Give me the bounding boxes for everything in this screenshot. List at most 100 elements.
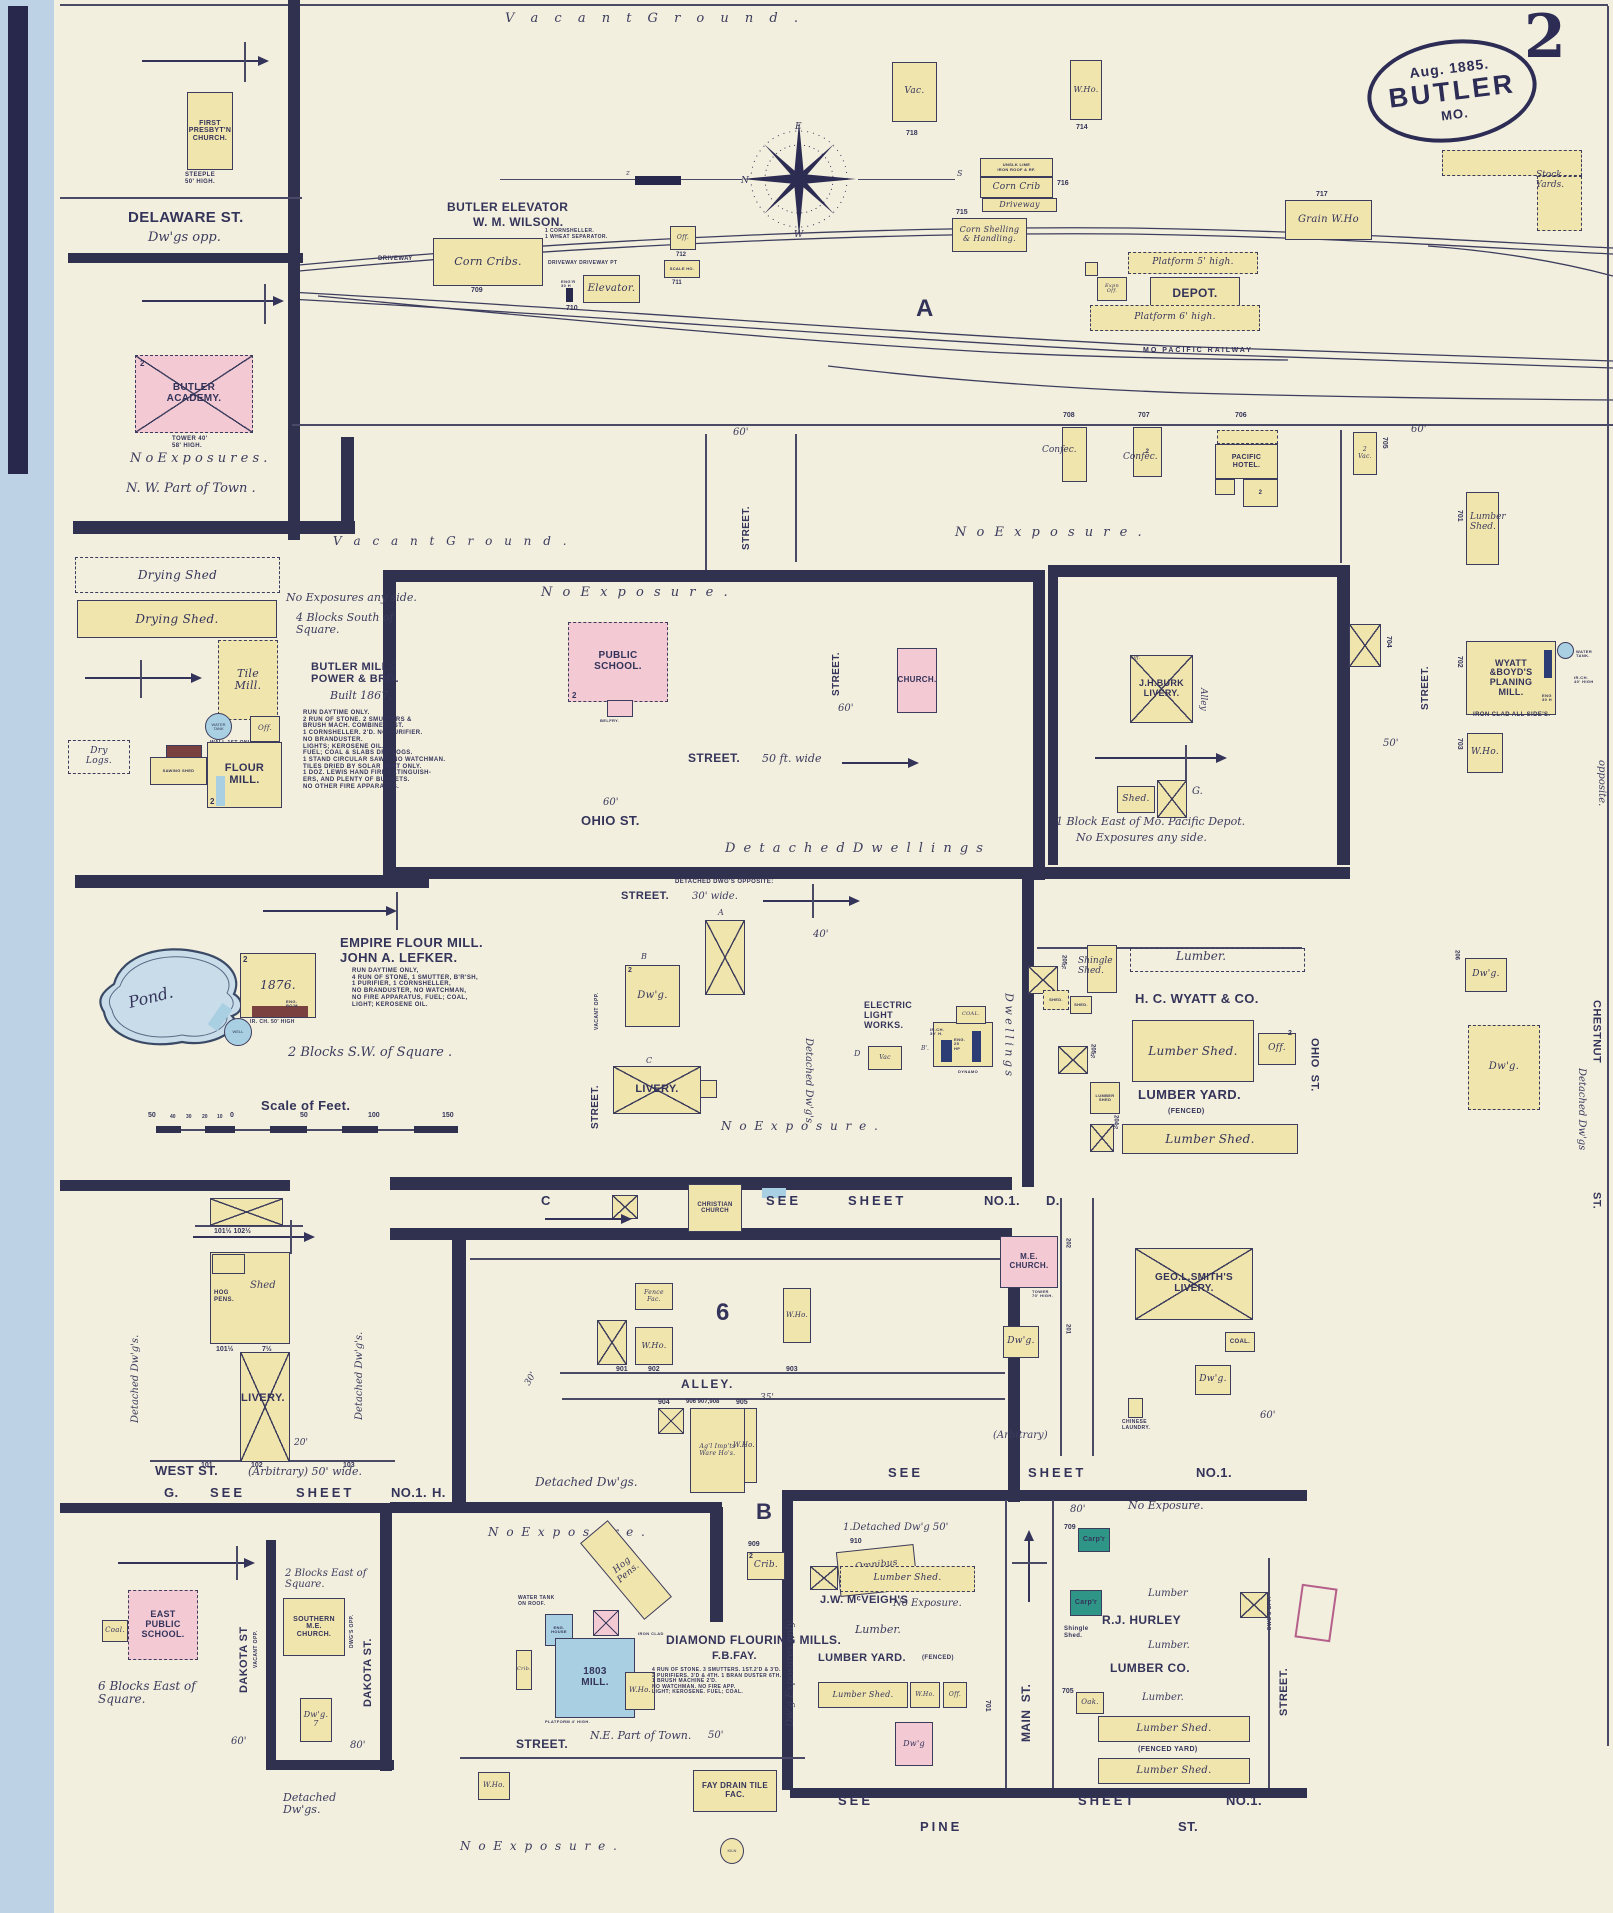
office-number: 712: [676, 252, 687, 258]
street-bar: [790, 1788, 1307, 1798]
empire-mill-title: EMPIRE FLOUR MILL. JOHN A. LEFKER.: [340, 935, 483, 965]
vacant-718-number: 718: [906, 130, 918, 137]
first-presbyterian-church: FIRST PRESBYT'N CHURCH.: [187, 92, 233, 170]
scale-tick-50l: 50: [148, 1112, 156, 1119]
west-arrow-cross: [140, 660, 142, 698]
well-label: WELL: [232, 1029, 244, 1034]
warehouse-714-label: W.Ho.: [1073, 84, 1099, 94]
dwelling-b-number: 2: [628, 967, 632, 974]
carpenter-shop: Carp'r: [1078, 1528, 1110, 1552]
dim-80: 80': [350, 1740, 366, 1751]
tower-note: TOWER 70' HIGH.: [1032, 1289, 1054, 1299]
tower-note: TOWER 40' 58' HIGH.: [172, 436, 208, 449]
carpenter-shop: Carp'r: [1070, 1590, 1102, 1616]
carpenter-shop-label: Carp'r: [1074, 1599, 1098, 1607]
water-tank-label: WATER TANK: [211, 721, 226, 731]
mills-notes: RUN DAYTIME ONLY. 2 RUN OF STONE. 2 SMUT…: [303, 710, 446, 790]
dwelling-b-label: Dw'g.: [637, 989, 668, 1001]
lot-204-number: 204½: [1112, 1115, 1119, 1132]
see-sheet-banner: SEE: [838, 1793, 874, 1808]
lot-706-number: 706: [1235, 412, 1247, 419]
small-shed: SHED.: [1043, 990, 1069, 1010]
street-label-vert: STREET.: [1420, 666, 1431, 710]
lot-line: [292, 424, 1613, 426]
corn-shelling-number: 715: [956, 209, 968, 216]
crossed-shed: [597, 1320, 627, 1365]
crossed-shed: [810, 1566, 838, 1590]
dim-35: 35': [760, 1393, 774, 1403]
warehouse-905-label: W.Ho.: [732, 1440, 756, 1449]
planing-water-tank: [1557, 642, 1574, 659]
compass-e-label: E: [794, 122, 802, 132]
scale-tick-150: 150: [442, 1112, 454, 1119]
blocks-sw-note: 2 Blocks S.W. of Square .: [288, 1045, 453, 1060]
dwelling-b: Dw'g.: [625, 965, 680, 1027]
geo-smith-livery-label: GEO.L.SMITH'S LIVERY.: [1155, 1272, 1233, 1294]
letter-c-banner: C: [541, 1193, 551, 1208]
binding-bar: [8, 6, 28, 474]
lot-line: [1340, 430, 1342, 563]
mill-tower: [593, 1610, 619, 1636]
iron-chimney-note: IR.CH. 40' HIGH: [1574, 675, 1594, 685]
water-tank-note: WATER TANK.: [1576, 649, 1593, 659]
electric-light-works-label: ELECTRIC LIGHT WORKS.: [864, 1000, 913, 1031]
blocks-south-note: 4 Blocks South of Square.: [296, 611, 394, 637]
stock-yards-strip: [1442, 150, 1582, 176]
lot-903-number: 903: [786, 1366, 798, 1373]
lot-101-number: 101: [201, 1462, 213, 1469]
lot-704-number: 704: [1384, 636, 1392, 648]
engine-room-note: ENG. RO'M: [286, 999, 298, 1009]
street-arrow: [842, 758, 919, 768]
grain-warehouse-number: 717: [1316, 191, 1328, 198]
small-shed-label: SHED.: [1074, 1001, 1088, 1007]
sawing-shed-label: SAWING SHED: [162, 767, 195, 773]
confectionery-708-label: Confec.: [1042, 445, 1077, 455]
mill-1876-label: 1876.: [260, 978, 296, 993]
street-bar: [60, 1503, 392, 1513]
school-coal-shed: Coal.: [102, 1620, 128, 1642]
lot-line: [60, 197, 302, 199]
public-school: PUBLIC SCHOOL.: [568, 622, 668, 702]
sheet-top-border: [60, 4, 1608, 6]
mill-warehouse: W.Ho.: [625, 1672, 655, 1710]
no-exposure-script: N o E x p o s u r e .: [955, 525, 1145, 540]
lot-line: [562, 1398, 1005, 1400]
engine-house-label: ENG. HOUSE: [551, 1624, 567, 1634]
scale-bar-seg: [414, 1126, 458, 1133]
platform-6-high-label: Platform 6' high.: [1134, 312, 1216, 323]
geo-smith-livery: GEO.L.SMITH'S LIVERY.: [1135, 1248, 1253, 1320]
scale-title: Scale of Feet.: [261, 1098, 351, 1113]
warehouse-label: W.Ho.: [482, 1781, 506, 1790]
street-label-vert: STREET.: [831, 652, 842, 696]
elw-coal-label: COAL.: [962, 1011, 980, 1018]
dwgs-opp-note: DWG'S OPP.: [349, 1614, 355, 1648]
cannon-z-label: z: [626, 169, 630, 177]
driveway-note: DRIVEWAY DRIVEWAY PT: [548, 260, 618, 266]
letter-b: B: [641, 952, 647, 961]
fenced-note: (FENCED): [1168, 1108, 1205, 1115]
street-arrow: [263, 906, 397, 916]
drying-shed: Drying Shed.: [77, 600, 277, 638]
lumber-label: Lumber: [1148, 1588, 1188, 1599]
sawing-shed: SAWING SHED: [150, 757, 207, 785]
chestnut-label: CHESTNUT: [1590, 1000, 1603, 1064]
dwgs-opp-note: Dw'gs opp.: [148, 230, 221, 245]
scale-tick-0: 0: [230, 1112, 234, 1119]
christian-church: CHRISTIAN CHURCH: [688, 1184, 742, 1232]
engine-room-bar: [252, 1006, 308, 1017]
main-st-label: MAIN ST.: [1019, 1683, 1033, 1742]
scale-tick-20: 20: [202, 1114, 208, 1120]
detached-dwgs-note: Detached Dw'gs.: [283, 1791, 337, 1817]
letter-b-block: B: [756, 1499, 773, 1524]
street-bar: [452, 1240, 466, 1502]
lot-705-number: 705: [1380, 437, 1388, 449]
mcveigh-lumber-yard-label: LUMBER YARD.: [818, 1652, 906, 1664]
nw-part-note: N. W. Part of Town .: [126, 481, 256, 496]
corn-crib-716-number: 716: [1057, 180, 1069, 187]
corn-cribs: Corn Cribs.: [433, 238, 543, 286]
street-bar: [1048, 565, 1058, 865]
platform-6-high: Platform 6' high.: [1090, 305, 1260, 331]
iron-clad-chimney: [1544, 650, 1552, 678]
dwelling-pink-label: Dw'g: [903, 1738, 925, 1748]
lot-205b-number: 205½: [1089, 1044, 1096, 1061]
